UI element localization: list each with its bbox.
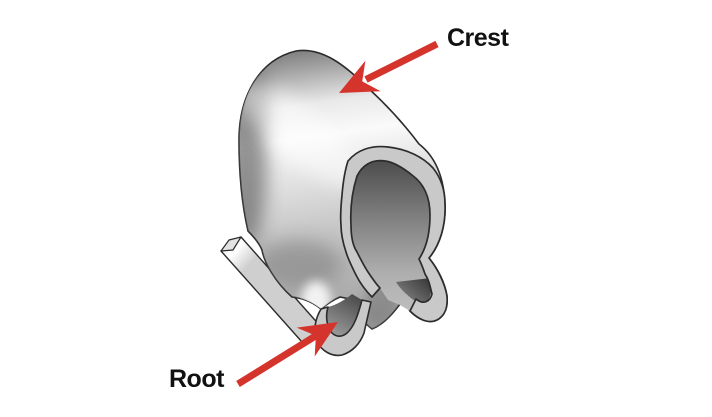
clip-flange-end-face — [220, 236, 242, 252]
crest-arrow-icon — [339, 40, 439, 93]
root-arrow-icon — [236, 322, 338, 387]
crest-label: Crest — [447, 24, 509, 52]
root-label: Root — [169, 365, 224, 393]
clip-end-face — [339, 145, 449, 323]
clip-right-curl-shadow — [396, 278, 432, 307]
clip-inner-cavity — [350, 160, 432, 311]
